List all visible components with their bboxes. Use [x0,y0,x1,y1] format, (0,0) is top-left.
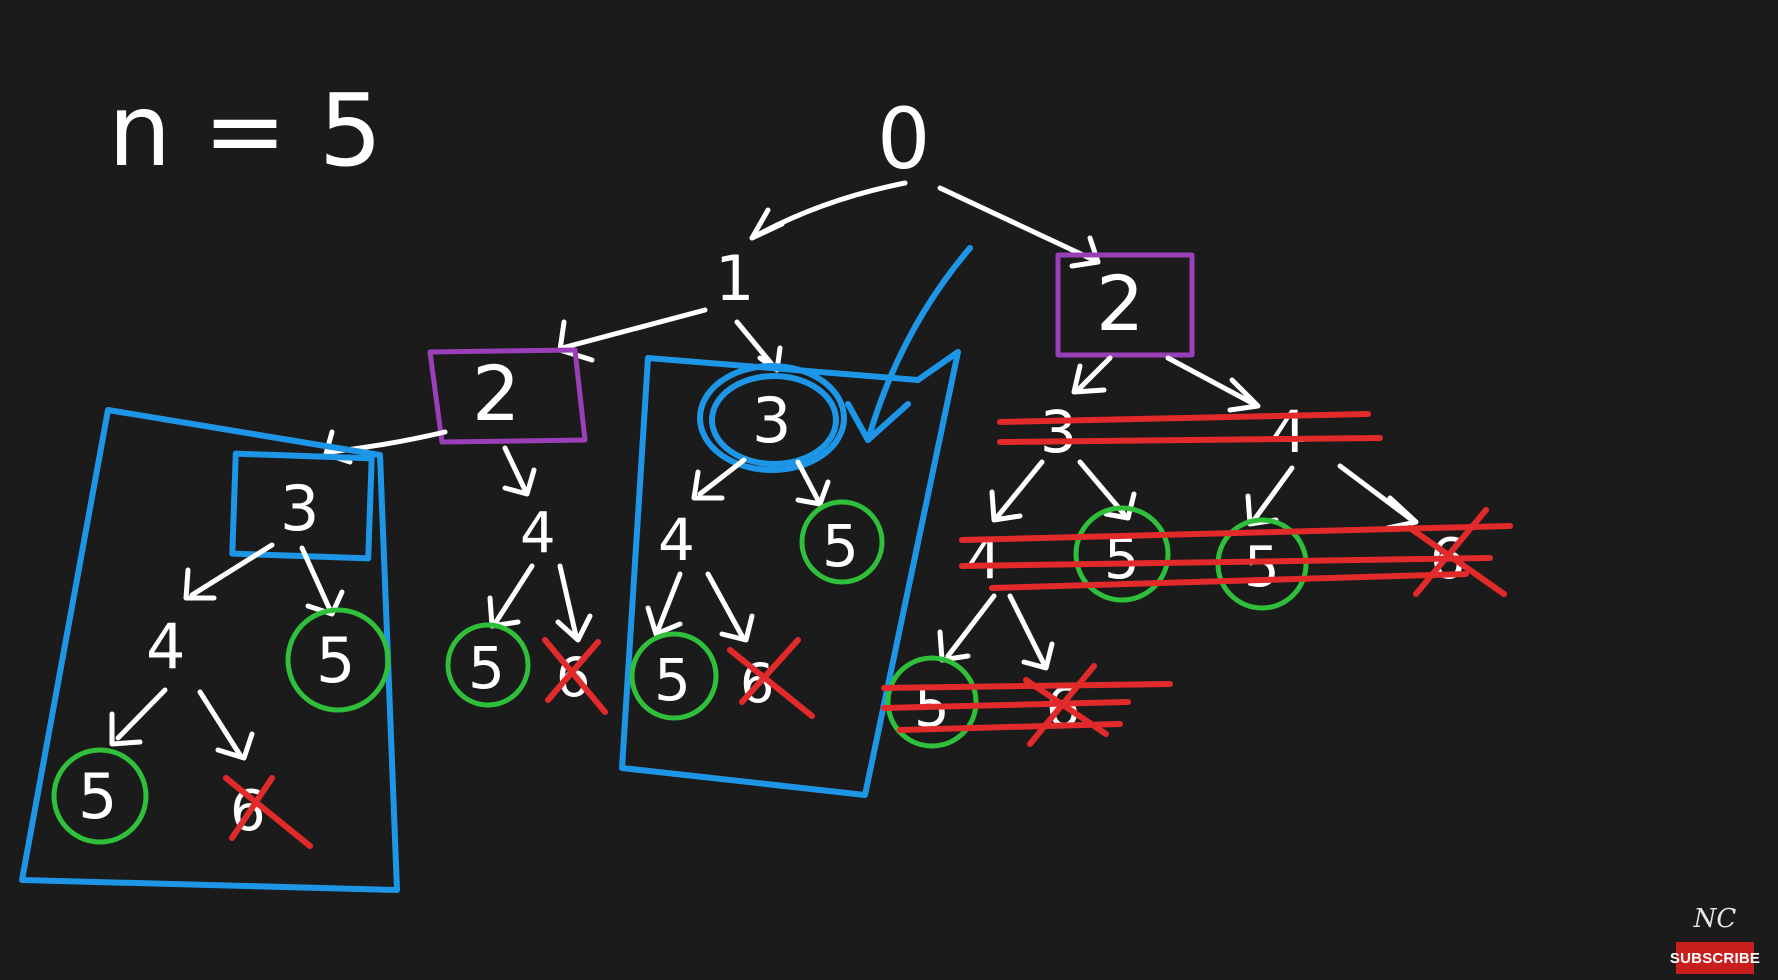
edge-r4-to-6 [1337,463,1415,523]
n-equals-label: n = 5 [108,72,382,189]
arrowhead-root-to-2 [1069,235,1101,269]
prune-cross-right-row3 [1023,663,1109,747]
solution-circle-5-left-top [285,607,391,713]
arrowhead-3-to-4-left [183,567,217,601]
repeat-box-left [427,347,588,445]
arrowhead-r4-row2-to-6 [1021,641,1055,671]
prune-cross-middle [727,637,815,719]
node-5-middle-top: 5 [822,512,859,580]
arrowhead-4-to-5-middle [645,605,683,637]
node-5-left-top: 5 [316,624,355,697]
edge-4-to-5-middle [655,571,683,633]
arrowhead-right2-to-4 [1227,377,1261,413]
edge-right2-to-4 [1165,355,1257,407]
arrowhead-r3-to-5 [1103,491,1137,521]
node-1: 1 [715,242,754,315]
memo-box-left [19,407,400,893]
edge-right2-to-3 [1075,355,1113,393]
solution-circle-5-middle-bottom [629,631,719,721]
prune-line-right-b [997,435,1383,445]
arrowhead-4-to-5-left [109,711,143,747]
node-3-middle: 3 [752,384,791,457]
edge-3-to-5-left [299,545,333,613]
solution-circle-5-mid [445,622,531,708]
prune-line-row3-c [897,721,1123,733]
edge-3-to-4-middle [697,457,747,497]
arrowhead-r3-to-4 [989,489,1023,523]
edge-4-to-6-left [197,689,243,758]
arrowhead-4-to-6-middle [719,613,755,643]
node-3-right: 3 [1040,398,1077,466]
node-5-middle-bottom: 5 [654,646,691,714]
memo-ellipse-3-outer [709,373,839,467]
edge-3-to-5-middle [795,459,821,503]
repeat-box-right [1055,252,1195,358]
memo-arrowhead [845,401,911,443]
memo-arrow [865,245,973,443]
node-4-left: 4 [146,610,185,683]
prune-line-row2-a [959,523,1513,543]
edge-1-to-3 [734,319,778,371]
solution-circle-5-left-bottom [51,747,149,845]
prune-cross-mid [542,637,608,715]
arrowhead-4-to-6-left [215,731,255,761]
arrowhead-3-to-5-middle [795,479,831,507]
solution-circle-right-row3 [885,655,979,749]
arrowhead-mid4-to-6 [555,613,593,643]
root-node: 0 [877,90,930,188]
edge-1-to-2 [559,307,708,351]
node-5-right-row2-b: 5 [1244,535,1280,600]
node-2-right: 2 [1096,259,1144,348]
node-5-left-bottom: 5 [78,760,117,833]
subscribe-button[interactable]: SUBSCRIBE [1670,942,1760,974]
memo-ellipse-3 [697,363,847,473]
solution-circle-right-a [1073,505,1171,603]
edge-3-to-4-left [189,542,275,598]
node-4-mid: 4 [520,501,556,566]
node-2-left: 2 [472,349,520,438]
edge-r4-to-5 [1251,465,1295,523]
arrowhead-3-to-4-middle [691,469,725,501]
edge-2-to-mid4 [502,445,528,493]
edge-4-to-5-left [115,687,168,741]
prune-line-row2-b [959,555,1493,569]
node-3-boxed: 3 [280,472,319,545]
node-5-mid: 5 [468,634,505,702]
edge-4-to-6-middle [705,571,745,639]
edge-mid4-to-6 [557,563,579,639]
prune-cross-left [223,775,313,849]
channel-logo: NC [1693,904,1737,934]
solution-circle-5-middle-top [799,499,885,585]
memo-box-middle [619,349,961,798]
arrowhead-3-to-5-left [305,589,345,617]
node-4-middle: 4 [658,506,695,574]
edge-r4-row2-to-6 [1007,593,1047,667]
arrowhead-right2-to-3 [1071,363,1107,395]
edge-r3-to-4 [995,459,1045,519]
node-4-right: 4 [1270,398,1307,466]
edge-r3-to-5 [1077,459,1127,517]
prune-line-row3-a [881,681,1173,691]
boxed-node-3-frame [229,450,375,562]
arrowhead-root-to-1 [749,207,785,241]
prune-line-right-a [997,411,1371,425]
edge-r4-row2-to-5 [945,593,997,659]
prune-line-row2-c [989,571,1469,591]
prune-line-row3-b [881,699,1131,711]
arrowhead-2-to-mid4 [502,467,537,497]
edge-mid4-to-5 [493,563,535,625]
